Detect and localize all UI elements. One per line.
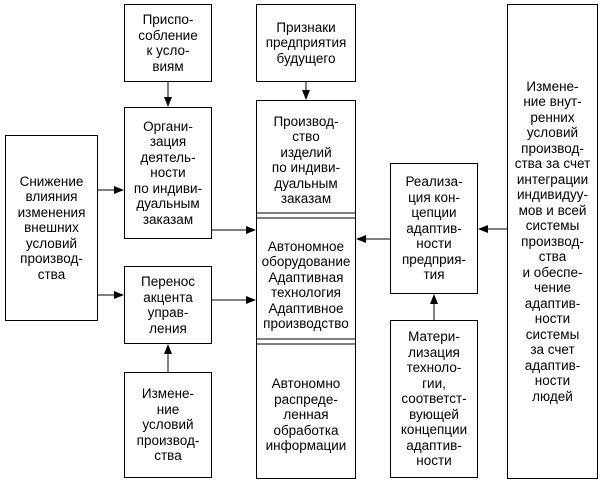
condition-change-box: Измене- ние условий производ- ства	[124, 372, 212, 478]
organization-text: Органи- зация деятель- ности по индиви- …	[133, 118, 203, 227]
adaptation-box: Приспо- собление к усло- виям	[124, 4, 212, 82]
internal-change-text: Измене- ние внут- ренних условий произво…	[514, 78, 591, 404]
concept-realization-text: Реализа- ция кон- цепции адаптив- ности …	[401, 174, 467, 283]
shift-management-text: Перенос акцента управ- ления	[141, 274, 195, 336]
future-features-text: Признаки предприятия будущего	[265, 19, 347, 66]
future-features-box: Признаки предприятия будущего	[256, 4, 356, 82]
condition-change-text: Измене- ние условий производ- ства	[136, 386, 200, 464]
reduce-influence-text: Снижение влияния изменения внешних услов…	[17, 173, 86, 282]
adaptation-text: Приспо- собление к усло- виям	[138, 12, 198, 74]
internal-change-box: Измене- ние внут- ренних условий произво…	[507, 4, 598, 479]
central-distributed: Автономно распреде- ленная обработка инф…	[265, 376, 347, 454]
shift-management-box: Перенос акцента управ- ления	[124, 266, 212, 344]
central-box: Производ- ство изделий по индиви- дуальн…	[256, 100, 356, 479]
materialization-box: Матери- лизация техноло- гии, соответст-…	[390, 320, 478, 478]
reduce-influence-box: Снижение влияния изменения внешних услов…	[5, 135, 98, 321]
central-autonomous: Автономное оборудование Адаптивная техно…	[261, 238, 351, 332]
concept-realization-box: Реализа- ция кон- цепции адаптив- ности …	[390, 163, 478, 294]
central-production: Производ- ство изделий по индиви- дуальн…	[271, 113, 341, 207]
organization-box: Органи- зация деятель- ности по индиви- …	[124, 107, 212, 239]
materialization-text: Матери- лизация техноло- гии, соответст-…	[400, 329, 468, 469]
